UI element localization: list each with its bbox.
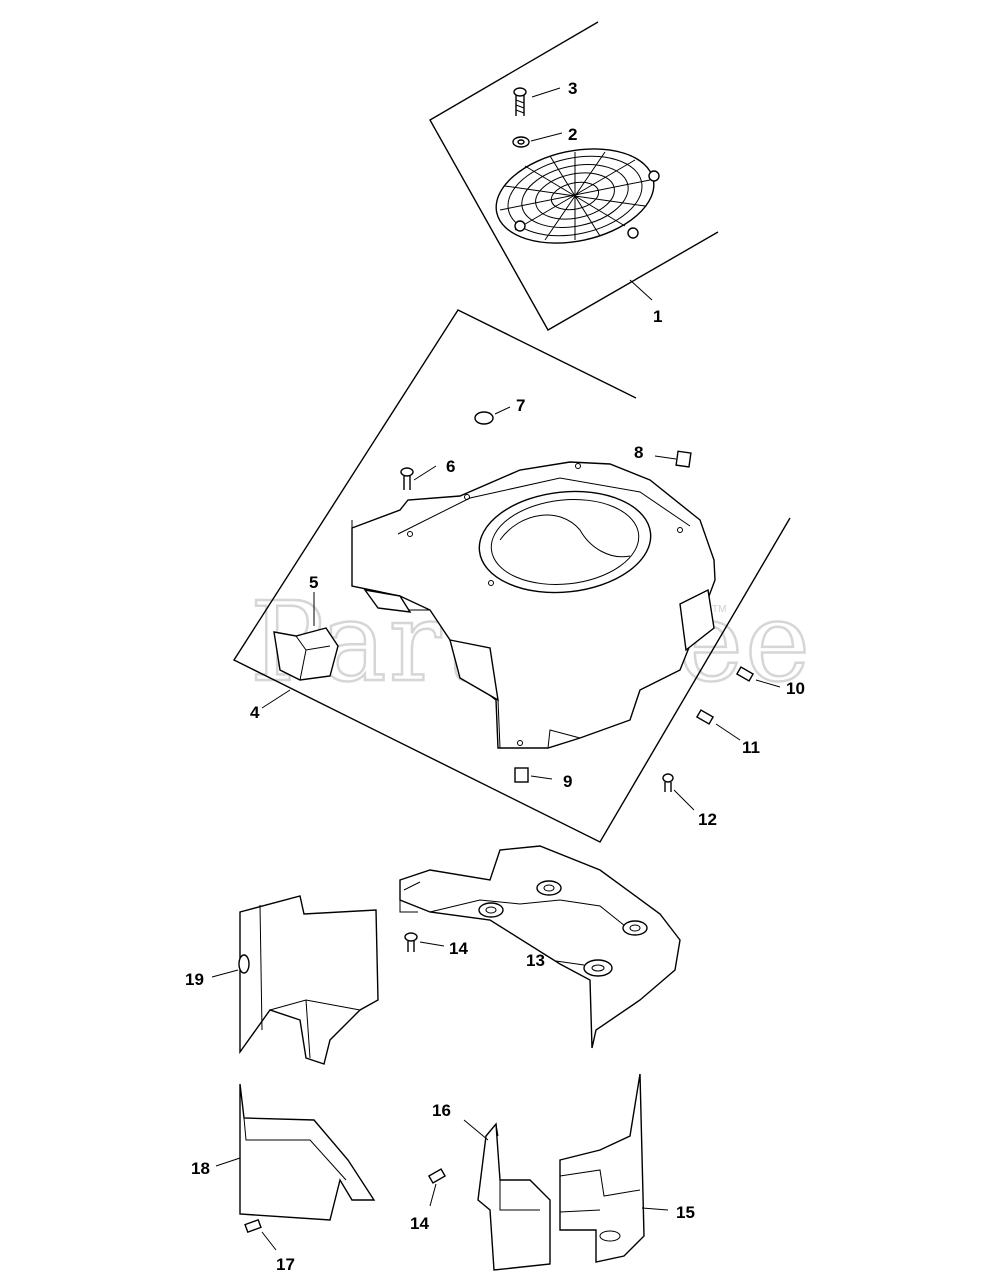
housing-group-frame: [232, 309, 791, 843]
part-5-baffle: [273, 592, 339, 681]
part-17-screw: [244, 1218, 277, 1251]
callout-12: 12: [698, 810, 717, 829]
callout-17: 17: [276, 1255, 295, 1274]
callout-2: 2: [568, 125, 577, 144]
callout-3: 3: [568, 79, 577, 98]
callout-19: 19: [185, 970, 204, 989]
part-14-screw-upper: [404, 932, 445, 952]
part-12-screw: [662, 773, 695, 811]
part-8-clip: [654, 450, 692, 468]
part-16-shield: [463, 1119, 551, 1271]
callout-14-lower: 14: [410, 1214, 429, 1233]
part-11-screw: [695, 709, 741, 741]
callout-labels: 1 2 3 4 5 6 7 8 9 10 11 12 13 14 14 15 1…: [185, 79, 805, 1274]
callout-6: 6: [446, 457, 455, 476]
callout-9: 9: [563, 772, 572, 791]
callout-11: 11: [742, 738, 760, 757]
callout-1: 1: [653, 307, 662, 326]
part-10-screw: [735, 666, 781, 688]
part-13-baffle-plate: [399, 845, 681, 1049]
part-2-washer: [512, 132, 563, 148]
callout-13: 13: [526, 951, 545, 970]
callout-8: 8: [634, 443, 643, 462]
part-7-plug: [474, 406, 511, 425]
part-9-clip: [514, 767, 553, 783]
part-14-screw-lower: [427, 1168, 447, 1207]
part-6-screw: [400, 465, 437, 490]
callout-7: 7: [516, 396, 525, 415]
part-1-grille: [495, 148, 660, 301]
part-4-blower-housing: [261, 461, 716, 749]
part-18-shield: [215, 1083, 376, 1221]
callout-4: 4: [250, 703, 260, 722]
callout-10: 10: [786, 679, 805, 698]
callout-5: 5: [309, 573, 318, 592]
part-19-shield: [211, 895, 379, 1065]
callout-16: 16: [432, 1101, 451, 1120]
callout-15: 15: [676, 1203, 695, 1222]
callout-14-upper: 14: [449, 939, 468, 958]
part-3-screw: [513, 87, 561, 116]
grille-group-frame: [429, 21, 719, 331]
watermark-tm: TM: [712, 604, 726, 615]
callout-18: 18: [191, 1159, 210, 1178]
part-15-shield: [559, 1073, 669, 1263]
